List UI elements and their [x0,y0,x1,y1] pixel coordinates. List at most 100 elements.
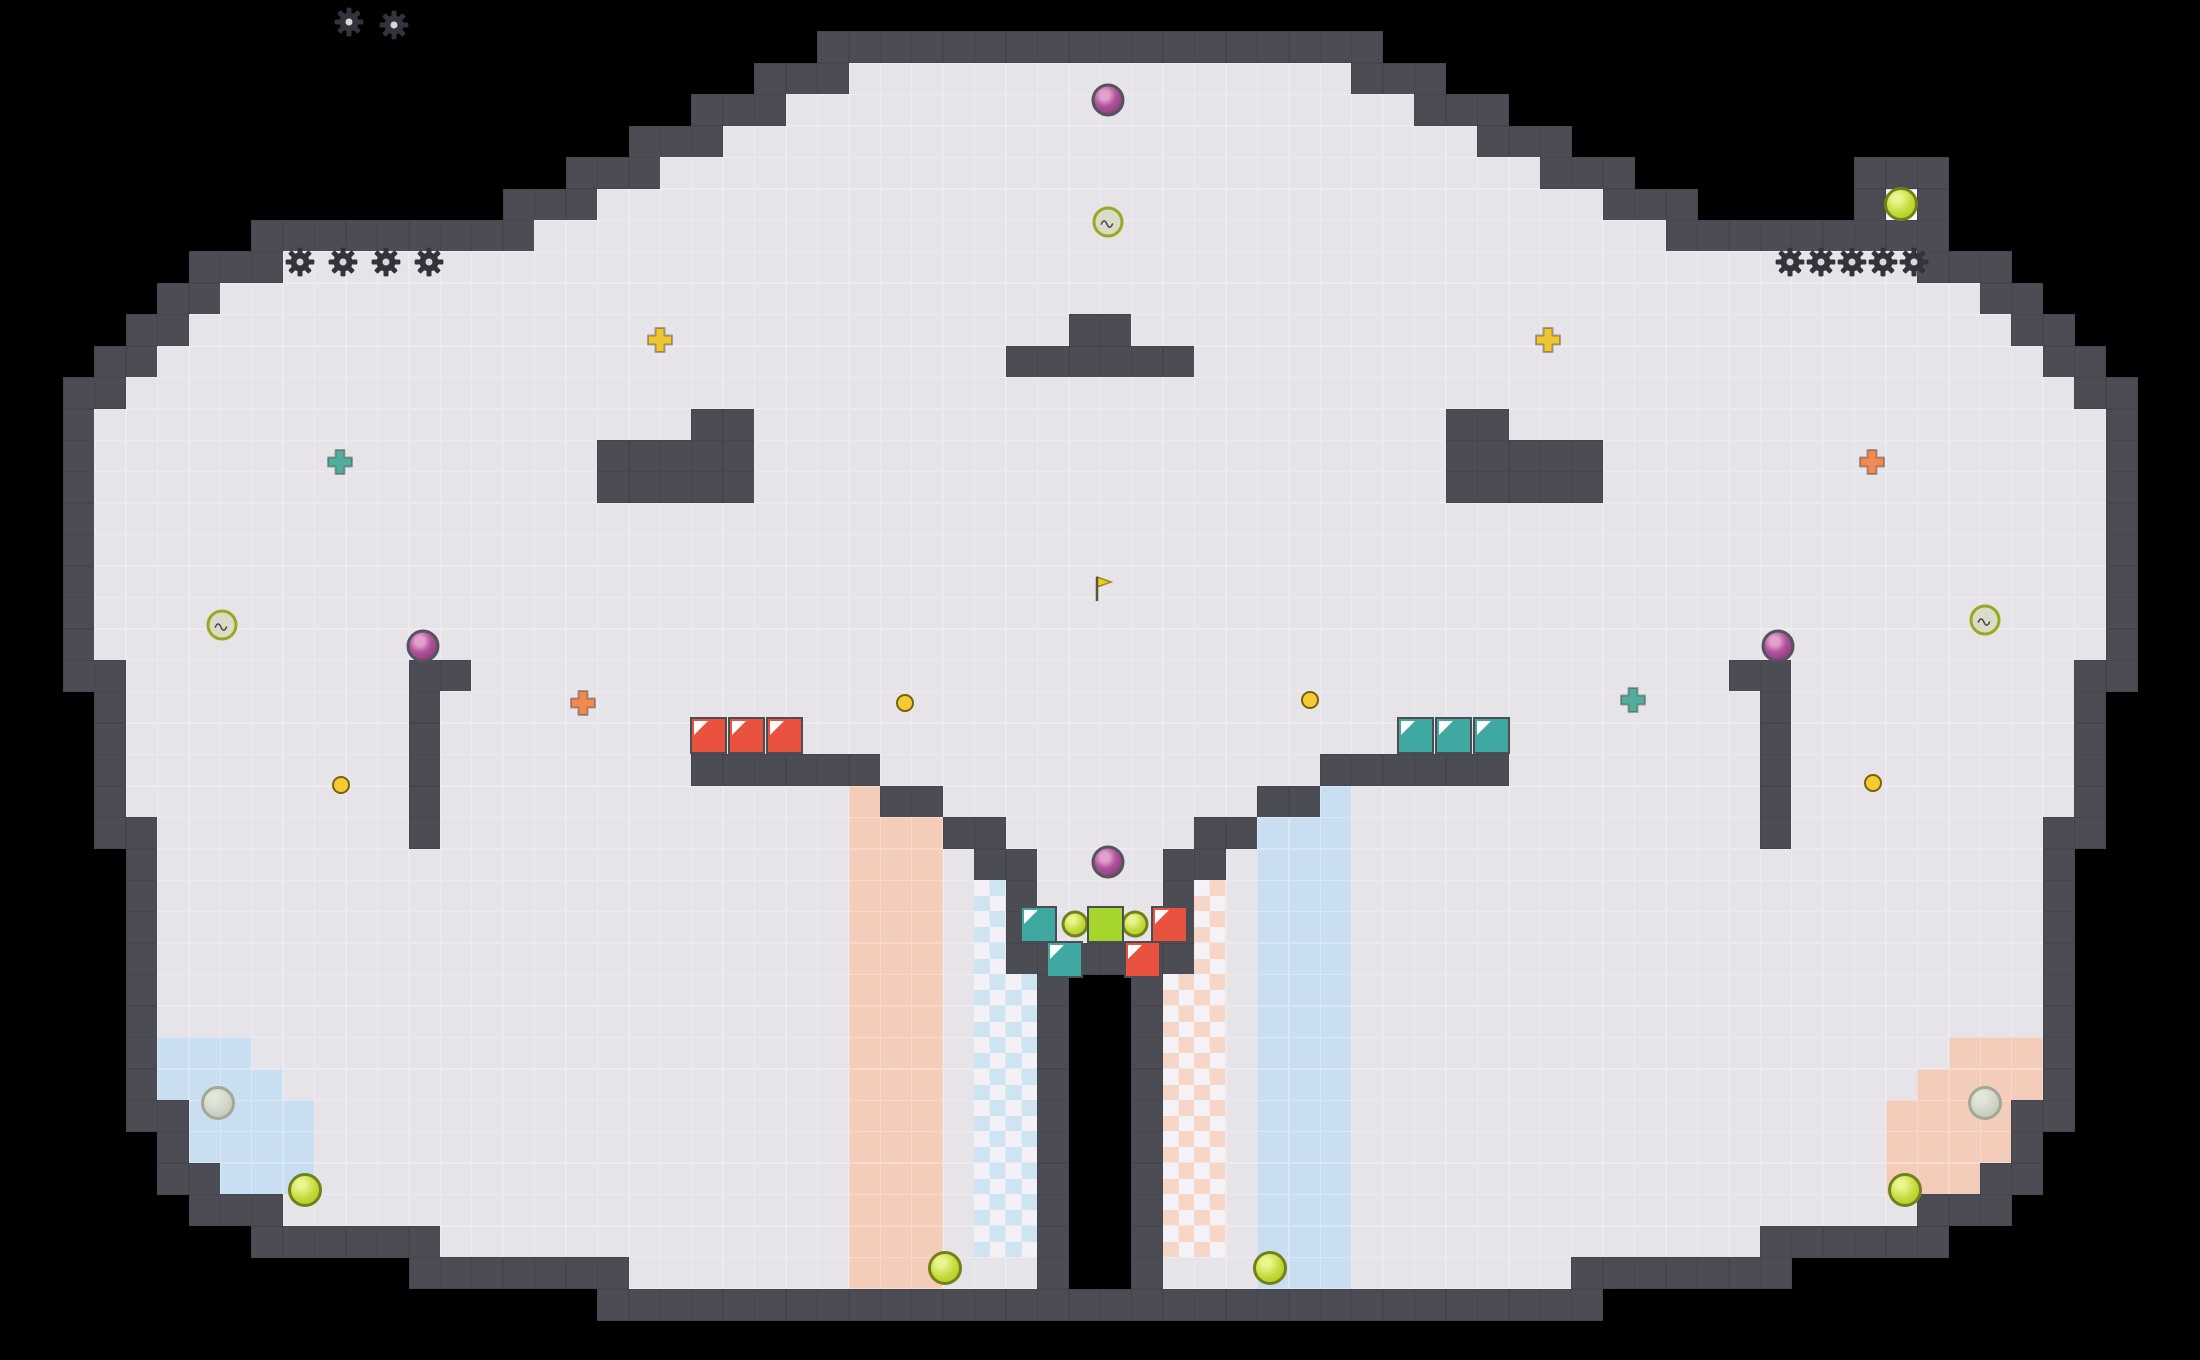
floor-tile [534,785,567,818]
floor-tile [1225,565,1258,598]
floor-tile [1822,408,1855,441]
floor-tile [471,660,504,693]
floor-tile [628,691,661,724]
wall-tile [1477,440,1510,473]
floor-tile [1697,471,1730,504]
floor-tile [1665,1225,1698,1258]
floor-tile [1414,1257,1447,1290]
floor-tile [1288,220,1321,253]
floor-tile [817,1037,850,1070]
floor-tile [1351,1100,1384,1133]
floor-tile [1980,691,2013,724]
floor-tile [1885,502,1918,535]
floor-tile [691,817,724,850]
floor-tile [1697,251,1730,284]
floor-tile [1100,282,1133,315]
floor-tile [251,817,284,850]
wall-tile [1445,471,1478,504]
floor-tile [1445,1068,1478,1101]
floor-tile [1760,1100,1793,1133]
floor-tile [1037,597,1070,630]
floor-tile [1948,974,1981,1007]
floor-tile [942,628,975,661]
team-orange-tile [880,1257,913,1290]
floor-tile [565,440,598,473]
floor-tile [1194,157,1227,190]
floor-tile [1665,251,1698,284]
floor-tile [1005,220,1038,253]
turret-icon [206,609,238,641]
floor-tile [1194,722,1227,755]
wall-tile [408,1225,441,1258]
floor-tile [1822,502,1855,535]
floor-tile [1005,125,1038,158]
floor-tile [1037,722,1070,755]
floor-tile [1508,785,1541,818]
wall-tile [62,628,95,661]
floor-tile [1382,1225,1415,1258]
floor-tile [785,1005,818,1038]
floor-tile [911,471,944,504]
floor-tile [1602,502,1635,535]
floor-tile [1697,282,1730,315]
wall-tile [1854,157,1887,190]
floor-tile [691,1131,724,1164]
floor-tile [1351,785,1384,818]
floor-tile [408,1162,441,1195]
floor-tile [1602,722,1635,755]
wall-tile [660,1288,693,1321]
floor-tile [1665,628,1698,661]
floor-tile [314,660,347,693]
floor-tile [1225,691,1258,724]
wall-tile [94,345,127,378]
floor-tile [1885,1037,1918,1070]
floor-tile [565,534,598,567]
wall-tile [1445,754,1478,787]
wall-tile [1602,157,1635,190]
floor-tile [2011,691,2044,724]
wall-tile [62,440,95,473]
floor-tile [785,314,818,347]
floor-tile [974,691,1007,724]
floor-tile [251,911,284,944]
floor-tile [1634,1162,1667,1195]
floor-tile [660,282,693,315]
floor-tile [1257,314,1290,347]
floor-tile [628,1131,661,1164]
floor-tile [1980,502,2013,535]
floor-tile [1257,377,1290,410]
floor-tile [1005,471,1038,504]
floor-tile [1414,251,1447,284]
floor-tile [1162,691,1195,724]
floor-tile [1068,251,1101,284]
wall-tile [1068,1288,1101,1321]
floor-tile [722,1037,755,1070]
wall-tile [691,754,724,787]
wall-tile [880,1288,913,1321]
floor-tile [660,942,693,975]
floor-tile [377,1131,410,1164]
floor-tile [1005,565,1038,598]
floor-tile [754,911,787,944]
floor-tile [1005,597,1038,630]
floor-tile [1885,471,1918,504]
team-blue-checker-tile [974,942,1007,975]
floor-tile [377,691,410,724]
floor-tile [785,220,818,253]
team-blue-tile [157,1068,190,1101]
floor-tile [1477,377,1510,410]
mine-icon [1091,83,1125,117]
wall-tile [188,1162,221,1195]
floor-tile [1257,157,1290,190]
floor-tile [1508,282,1541,315]
floor-tile [1634,282,1667,315]
floor-tile [188,471,221,504]
floor-tile [440,1037,473,1070]
floor-tile [660,722,693,755]
floor-tile [1540,565,1573,598]
floor-tile [722,220,755,253]
floor-tile [1382,1068,1415,1101]
floor-tile [1477,1100,1510,1133]
floor-tile [1382,1100,1415,1133]
